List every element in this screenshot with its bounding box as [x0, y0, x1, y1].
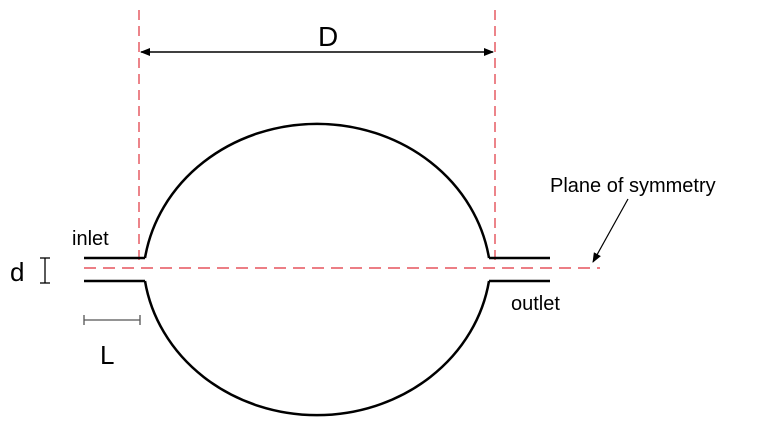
pipe-length-bracket	[83, 315, 141, 325]
pipe-length-label: L	[100, 340, 114, 370]
chamber-upper-arc	[143, 122, 491, 259]
diameter-label: D	[318, 21, 338, 52]
pipe-diameter-bracket	[40, 257, 50, 284]
pipe-diameter-label: d	[10, 257, 24, 287]
inlet-label: inlet	[72, 228, 109, 250]
symmetry-plane-label: Plane of symmetry	[550, 175, 716, 197]
symmetry-pointer-arrow	[592, 198, 629, 263]
chamber-lower-arc	[143, 280, 491, 417]
outlet-label: outlet	[511, 293, 560, 315]
